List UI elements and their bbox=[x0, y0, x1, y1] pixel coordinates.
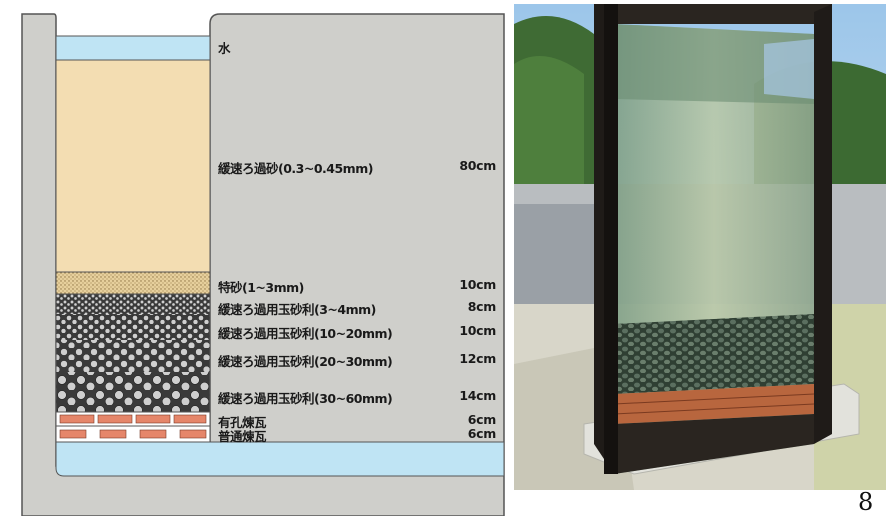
gravel-10-20-layer bbox=[56, 314, 210, 340]
page-number: 8 bbox=[858, 488, 874, 516]
tank-outer-wall bbox=[21, 13, 505, 517]
filter-layers-svg bbox=[21, 13, 505, 517]
layer-label-gravel-30-60: 緩速ろ過用玉砂利(30~60mm) bbox=[218, 391, 393, 406]
layer-label-ordinary-brick: 普通煉瓦 bbox=[218, 429, 267, 444]
tank-bricks bbox=[614, 384, 814, 424]
water-layer bbox=[55, 35, 211, 61]
gravel-30-60-layer bbox=[56, 372, 210, 412]
layer-thickness-gravel-20-30: 12cm bbox=[459, 351, 496, 366]
layer-thickness-special-sand: 10cm bbox=[459, 277, 496, 292]
layer-thickness-sand: 80cm bbox=[459, 158, 496, 173]
layer-label-special-sand: 特砂(1~3mm) bbox=[218, 280, 304, 295]
sand-layer bbox=[55, 59, 211, 273]
layer-thickness-gravel-10-20: 10cm bbox=[459, 323, 496, 338]
tank-gravel bbox=[614, 314, 814, 394]
layer-thickness-gravel-30-60: 14cm bbox=[459, 388, 496, 403]
filter-cross-section-diagram: 水 緩速ろ過砂(0.3~0.45mm) 80cm 特砂(1~3mm) 10cm … bbox=[21, 13, 505, 517]
layer-label-gravel-3-4: 緩速ろ過用玉砂利(3~4mm) bbox=[218, 302, 376, 317]
filter-tank-photo bbox=[514, 4, 886, 490]
gravel-3-4-layer bbox=[56, 294, 210, 314]
layer-thickness-gravel-3-4: 8cm bbox=[467, 299, 497, 314]
layer-label-perforated-brick: 有孔煉瓦 bbox=[218, 415, 267, 430]
layer-label-gravel-20-30: 緩速ろ過用玉砂利(20~30mm) bbox=[218, 354, 393, 369]
layer-thickness-ordinary-brick: 6cm bbox=[467, 426, 497, 441]
layer-thickness-perforated-brick: 6cm bbox=[467, 412, 497, 427]
layer-label-gravel-10-20: 緩速ろ過用玉砂利(10~20mm) bbox=[218, 326, 393, 341]
bottom-water-channel bbox=[55, 441, 505, 477]
water-label: 水 bbox=[218, 41, 231, 56]
filter-tank-photo-svg bbox=[514, 4, 886, 490]
gravel-20-30-layer bbox=[56, 340, 210, 372]
layer-label-sand: 緩速ろ過砂(0.3~0.45mm) bbox=[218, 161, 373, 176]
